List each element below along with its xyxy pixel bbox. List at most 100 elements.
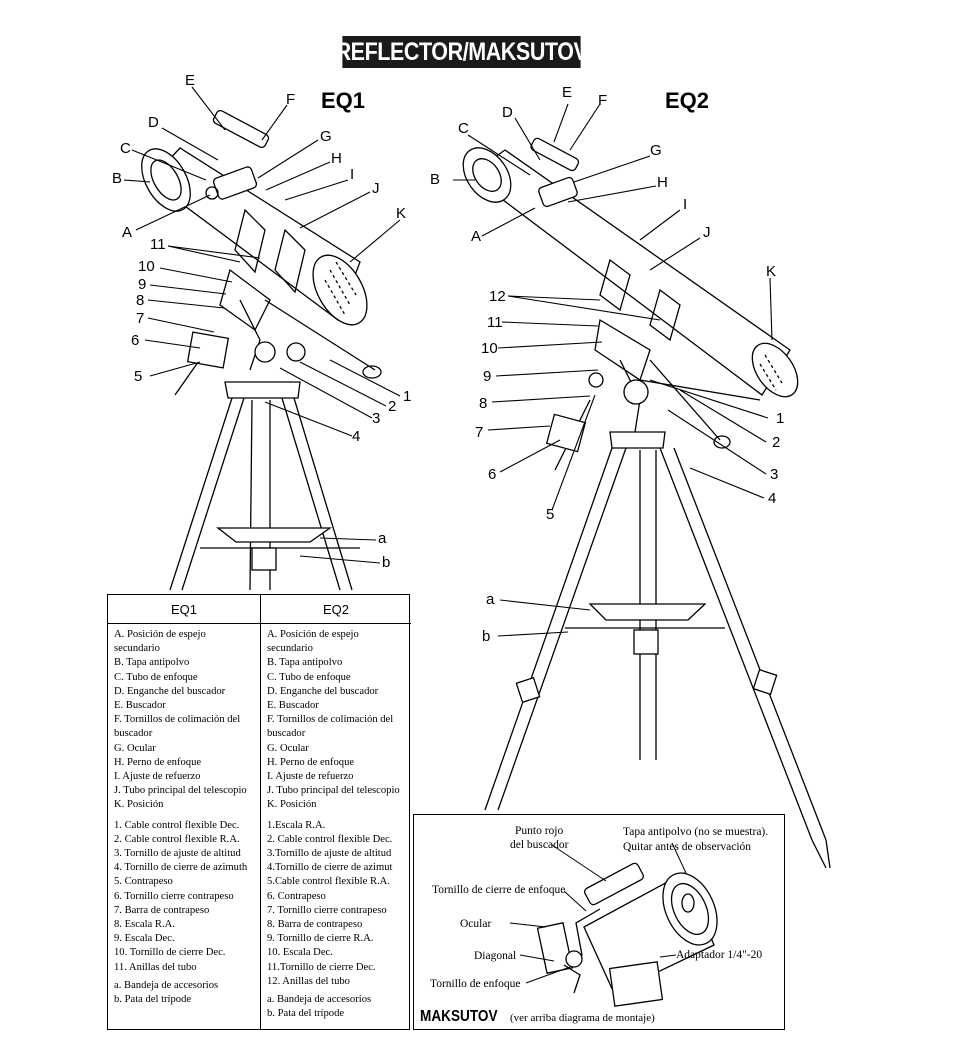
maksutov-label-red-dot-2: del buscador [510,839,569,851]
eq2-callout-8: 8 [479,395,488,412]
eq2-callout-b: B [430,171,441,188]
eq1-callout-b: B [112,170,123,187]
maksutov-label-diagonal: Diagonal [474,950,517,962]
maksutov-title: MAKSUTOV [420,1008,498,1025]
legend-entry: 1. Cable control flexible Dec. [114,819,240,831]
eq2-callout-9: 9 [483,368,492,385]
eq1-callout-2: 2 [388,398,397,415]
legend-entry: F. Tornillos de colimación del [267,714,394,726]
legend-entry: buscador [267,728,306,740]
legend-entry: A. Posición de espejo [114,629,206,640]
eq2-title: EQ2 [665,88,710,113]
maksutov-inset: Punto rojo del buscador Tapa antipolvo (… [413,814,785,1030]
legend-entry: secundario [114,643,160,655]
legend-header-eq1: EQ1 [108,595,260,624]
eq1-callout-j: J [372,180,380,197]
eq2-callout-j: J [703,224,711,241]
maksutov-label-eyepiece: Ocular [460,918,492,930]
maksutov-subtitle: (ver arriba diagrama de montaje) [510,1012,655,1024]
legend-entry: D. Enganche del buscador [114,685,226,697]
legend-entry: G. Ocular [114,742,156,754]
legend-entry: buscador [114,728,153,740]
eq1-callout-10: 10 [138,258,155,275]
eq1-callout-f: F [286,91,296,108]
legend-entry: 10. Tornillo de cierre Dec. [114,947,226,959]
legend-entry: a. Bandeja de accesorios [267,994,372,1006]
legend-entry: I. Ajuste de refuerzo [114,771,201,783]
legend-eq2-numbers: 1.Escala R.A.2. Cable control flexible D… [267,819,411,989]
eq1-callout-4: 4 [352,428,361,445]
legend-entry: K. Posición [267,799,317,811]
maksutov-label-adapter: Adaptador 1/4"-20 [676,949,763,961]
legend-entry: 9. Tornillo de cierre R.A. [267,933,374,945]
eq2-callout-3: 3 [770,466,779,483]
eq1-callout-9: 9 [138,276,147,293]
eq1-callout-k: K [396,205,407,222]
legend-entry: H. Perno de enfoque [267,756,355,768]
legend-entry: 3. Tornillo de ajuste de altitud [114,848,241,860]
eq2-leader-lines [453,103,773,637]
eq1-callout-a-tray: a [378,530,387,547]
legend-entry: D. Enganche del buscador [267,685,379,697]
legend-entry: 3.Tornillo de ajuste de altitud [267,848,392,860]
eq2-callout-c: C [458,120,469,137]
legend-entry: E. Buscador [267,700,319,712]
eq1-callout-e: E [185,72,196,89]
legend-entry: 5. Contrapeso [114,876,173,888]
eq2-callout-7: 7 [475,424,484,441]
eq2-callout-e: E [562,84,573,101]
eq1-callout-8: 8 [136,292,145,309]
maksutov-label-red-dot-1: Punto rojo [515,825,564,837]
legend-entry: 11.Tornillo de cierre Dec. [267,961,376,973]
legend-entry: 11. Anillas del tubo [114,961,197,973]
eq2-callout-i: I [683,196,688,213]
eq1-callout-1: 1 [403,388,412,405]
legend-entry: 8. Barra de contrapeso [267,919,363,931]
legend-entry: 10. Escala Dec. [267,947,333,959]
eq2-callout-12: 12 [489,288,506,305]
eq2-callout-a-tray: a [486,591,495,608]
legend-entry: 8. Escala R.A. [114,919,175,931]
legend-entry: J. Tubo principal del telescopio [267,785,400,797]
maksutov-drawing [509,842,718,1007]
legend-entry: J. Tubo principal del telescopio [114,785,247,797]
eq2-callout-f: F [598,92,608,109]
eq1-callout-3: 3 [372,410,381,427]
eq1-callout-d: D [148,114,159,131]
legend-eq1-numbers: 1. Cable control flexible Dec. 2. Cable c… [114,819,260,975]
eq1-callout-g: G [320,128,332,145]
legend-entry: A. Posición de espejo [267,629,359,640]
legend-entry: secundario [267,643,313,655]
legend-entry: 12. Anillas del tubo [267,975,350,987]
eq1-callout-i: I [350,166,355,183]
legend-entry: b. Pata del trípode [114,994,192,1006]
legend-entry: C. Tubo de enfoque [267,671,351,683]
legend-entry: 4.Tornillo de cierre de azimut [267,862,393,874]
eq1-callout-c: C [120,140,131,157]
eq2-callout-1: 1 [776,410,785,427]
legend-entry: 1.Escala R.A. [267,819,326,831]
legend-header-eq2: EQ2 [261,595,411,624]
eq2-callout-a: A [471,228,482,245]
eq2-callout-2: 2 [772,434,781,451]
legend-entry: I. Ajuste de refuerzo [267,771,354,783]
legend-entry: 2. Cable control flexible R.A. [114,833,240,845]
eq2-callout-4: 4 [768,490,777,507]
legend-entry: 5.Cable control flexible R.A. [267,876,390,888]
legend-entry: E. Buscador [114,700,166,712]
legend-entry: 7. Tornillo cierre contrapeso [267,904,387,916]
legend-entry: C. Tubo de enfoque [114,671,198,683]
legend-entry: 6. Contrapeso [267,890,326,902]
legend-entry: H. Perno de enfoque [114,756,202,768]
eq2-callout-10: 10 [481,340,498,357]
eq2-callout-5: 5 [546,506,555,523]
eq2-callout-k: K [766,263,777,280]
legend-entry: F. Tornillos de colimación del [114,714,241,726]
eq2-callout-h: H [657,174,668,191]
